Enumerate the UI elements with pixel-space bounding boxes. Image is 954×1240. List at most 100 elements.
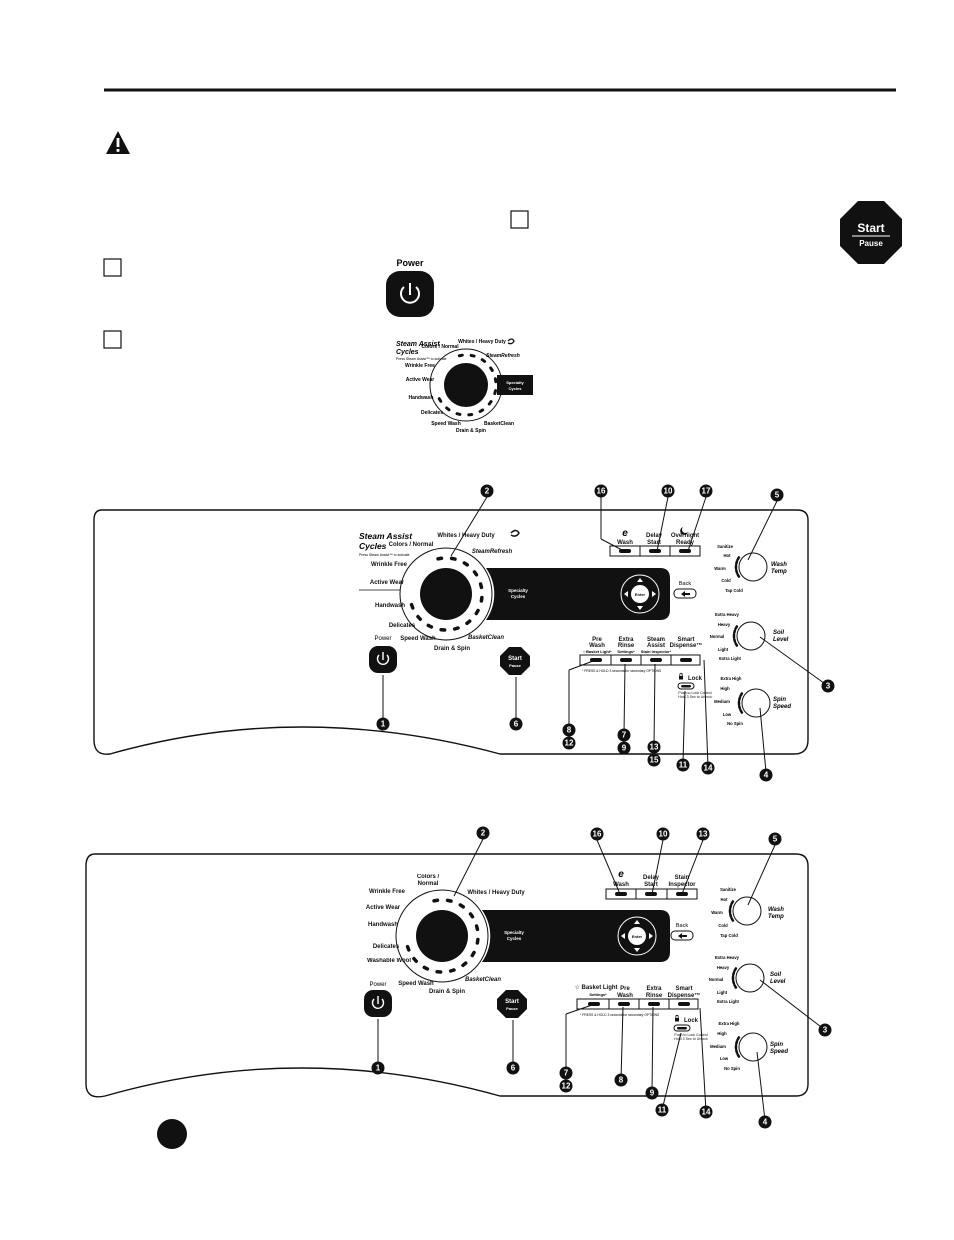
- p1-sl-opt-2: Normal: [710, 634, 724, 639]
- p2-item-active: Active Wear: [366, 905, 401, 911]
- p1-specialty-1: Specialty: [508, 588, 528, 593]
- nav-right-icon[interactable]: [649, 933, 653, 939]
- p2-prewash-label-2: Wash: [617, 993, 633, 999]
- led-indicator: [732, 971, 736, 977]
- callout-panel2-12: 12: [559, 1079, 573, 1093]
- callout-number: 6: [514, 720, 519, 729]
- p1-wt-opt-1: Hot: [724, 553, 732, 558]
- p2-item-washable: Washable Wool: [367, 958, 411, 964]
- callout-panel1-15: 15: [647, 753, 661, 767]
- p1-nav-pad[interactable]: Enter: [620, 574, 660, 614]
- p1-delay-start-button[interactable]: [649, 549, 661, 553]
- led-indicator: [730, 917, 735, 922]
- p1-ss-opt-0: Extra High: [721, 676, 742, 681]
- p1-steamassist-button[interactable]: [650, 658, 662, 662]
- p2-nav-pad[interactable]: Enter: [617, 916, 657, 956]
- led-indicator: [738, 696, 742, 702]
- p2-spin-speed-knob[interactable]: [738, 1032, 768, 1062]
- p2-power-button[interactable]: [364, 990, 392, 1017]
- p2-smartdispense-button[interactable]: [678, 1002, 690, 1006]
- p2-sl-opt-1: Heavy: [717, 965, 730, 970]
- small-dial-title-2: Cycles: [396, 349, 419, 356]
- p2-wash-temp-knob[interactable]: [732, 896, 762, 926]
- p2-ss-opt-1: High: [717, 1031, 727, 1036]
- nav-left-icon[interactable]: [621, 933, 625, 939]
- p1-ewash-button[interactable]: e Wash: [617, 528, 633, 546]
- p1-wash-temp-knob[interactable]: [738, 552, 768, 582]
- p1-extrarinse-sub: Settings*: [617, 649, 635, 654]
- p1-lock-button[interactable]: [677, 682, 695, 690]
- led-indicator: [734, 1044, 738, 1050]
- p2-start-pause-button[interactable]: Start Pause: [497, 990, 527, 1018]
- p2-ewash-button[interactable]: [615, 892, 627, 896]
- nav-down-icon[interactable]: [637, 606, 643, 610]
- nav-up-icon[interactable]: [637, 578, 643, 582]
- led-indicator: [732, 633, 736, 639]
- callout-number: 11: [679, 761, 688, 770]
- p1-dial-ring: [399, 547, 493, 641]
- p1-wt-opt-4: Tap Cold: [725, 588, 743, 593]
- p1-item-delicates: Delicates: [389, 623, 416, 629]
- led-indicator: [736, 556, 741, 561]
- nav-down-icon[interactable]: [634, 948, 640, 952]
- led-indicator: [422, 965, 430, 971]
- nav-up-icon[interactable]: [634, 920, 640, 924]
- p1-back-button[interactable]: [673, 588, 697, 599]
- led-indicator: [475, 937, 480, 945]
- p1-cycle-knob[interactable]: [420, 568, 472, 620]
- power-icon: [371, 996, 385, 1009]
- lock-icon: [675, 1014, 679, 1022]
- led-indicator: [493, 377, 498, 384]
- callout-number: 2: [481, 829, 486, 838]
- small-dial-title-1: Steam Assist: [396, 341, 440, 348]
- p1-item-drain: Drain & Spin: [434, 646, 470, 652]
- p2-cycle-knob[interactable]: [416, 910, 468, 962]
- p2-power-label: Power: [369, 982, 386, 988]
- p1-start-pause-button[interactable]: Start Pause: [500, 647, 530, 675]
- p2-lock-button[interactable]: [673, 1024, 691, 1032]
- p1-overnight-ready-button[interactable]: [679, 549, 691, 553]
- led-indicator: [468, 912, 475, 919]
- callout-panel2-2: 2: [476, 826, 490, 840]
- led-indicator: [734, 625, 739, 630]
- start-pause-button[interactable]: Start Pause: [840, 201, 902, 264]
- callout-number: 14: [704, 764, 713, 773]
- p1-item-wrinkle: Wrinkle Free: [371, 562, 408, 568]
- led-indicator: [729, 904, 733, 910]
- p1-overnight-label-1: Overnight: [671, 533, 699, 539]
- p1-extrarinse-label-2: Rinse: [618, 643, 635, 649]
- small-cycle-dial: Steam Assist Cycles Press Steam Assist™ …: [396, 338, 533, 434]
- p2-wt-opt-2: Warm: [711, 910, 723, 915]
- callout-panel2-6: 6: [506, 1061, 520, 1075]
- p2-back-button[interactable]: [670, 930, 694, 941]
- p2-extrarinse-button[interactable]: [648, 1002, 660, 1006]
- small-dial-title-3: Press Steam Assist™ to activate: [396, 357, 447, 361]
- power-button[interactable]: [386, 271, 434, 317]
- nav-left-icon[interactable]: [624, 591, 628, 597]
- p1-spin-speed-knob[interactable]: [741, 688, 771, 718]
- p2-ss-opt-2: Medium: [710, 1044, 726, 1049]
- nav-right-icon[interactable]: [652, 591, 656, 597]
- p2-soil-level-knob[interactable]: [735, 963, 765, 993]
- warning-triangle-icon: [106, 131, 130, 154]
- steam-refresh-icon: [510, 529, 520, 537]
- callout-panel1-10: 10: [661, 484, 675, 498]
- p2-pause-label: Pause: [506, 1006, 519, 1011]
- p1-power-button[interactable]: [369, 646, 397, 673]
- callout-panel2-11: 11: [655, 1103, 669, 1117]
- p2-delay-start-button[interactable]: [645, 892, 657, 896]
- p1-smartdispense-button[interactable]: [680, 658, 692, 662]
- led-indicator: [437, 397, 443, 403]
- p1-extrarinse-label-1: Extra: [618, 637, 634, 643]
- led-indicator: [493, 389, 498, 396]
- p1-smartdispense-label-2: Dispense™: [670, 642, 703, 649]
- p1-extrarinse-button[interactable]: [620, 658, 632, 662]
- p2-prewash-button[interactable]: [618, 1002, 630, 1006]
- callout-number: 13: [699, 830, 708, 839]
- power-icon: [400, 283, 420, 304]
- led-indicator: [432, 898, 440, 903]
- p1-soil-level-knob[interactable]: [736, 621, 766, 651]
- callout-panel1-3: 3: [821, 679, 835, 693]
- p1-dial-title-2: Cycles: [359, 541, 387, 551]
- callout-panel1-17: 17: [699, 484, 713, 498]
